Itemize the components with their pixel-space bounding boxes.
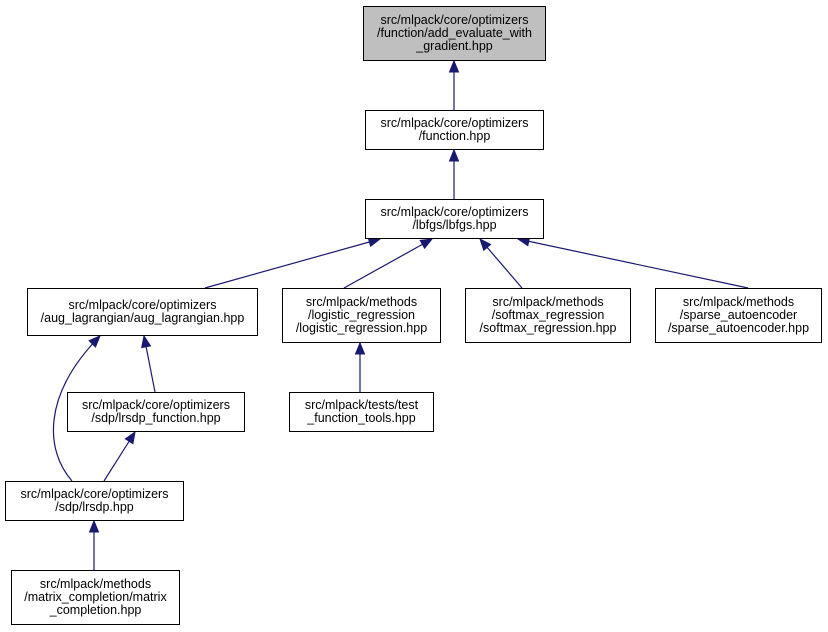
arrowhead-icon <box>124 430 136 445</box>
dependency-edge-sparse_autoencoder-to-lbfgs <box>517 238 749 289</box>
arrowhead-icon <box>448 148 460 162</box>
node-label-line: src/mlpack/methods <box>39 577 152 591</box>
arrowhead-icon <box>479 237 492 252</box>
node-label-line: /function.hpp <box>418 129 491 143</box>
node-label-line: _function_tools.hpp <box>307 411 416 425</box>
node-aug-lagrangian[interactable]: src/mlpack/core/optimizers /aug_lagrangi… <box>27 288 258 336</box>
node-label-line: /softmax_regression <box>491 308 605 322</box>
node-lrsdp-function[interactable]: src/mlpack/core/optimizers /sdp/lrsdp_fu… <box>67 392 245 432</box>
arrowhead-icon <box>448 59 460 73</box>
node-label-line: /sparse_autoencoder <box>679 308 798 322</box>
node-label-line: /softmax_regression.hpp <box>479 321 617 335</box>
node-label-line: _completion.hpp <box>49 603 142 617</box>
arrowhead-icon <box>88 519 100 533</box>
arrowhead-icon <box>354 341 366 355</box>
node-label-line: /lbfgs/lbfgs.hpp <box>412 218 497 232</box>
node-sparse-autoencoder[interactable]: src/mlpack/methods /sparse_autoencoder /… <box>655 288 822 343</box>
node-label-line: /function/add_evaluate_with <box>377 26 532 40</box>
node-label-line: _gradient.hpp <box>416 39 493 53</box>
arrowhead-icon <box>141 334 152 349</box>
dependency-edge-aug_lagrangian-to-lbfgs <box>204 238 381 289</box>
node-label-line: /sparse_autoencoder.hpp <box>667 321 810 335</box>
node-add-evaluate-with-gradient: src/mlpack/core/optimizers /function/add… <box>363 6 546 61</box>
node-function[interactable]: src/mlpack/core/optimizers /function.hpp <box>365 110 544 150</box>
dependency-edge-logistic_regression-to-lbfgs <box>343 238 433 289</box>
node-label-line: src/mlpack/core/optimizers <box>20 487 169 501</box>
arrowhead-icon <box>419 238 434 250</box>
node-softmax-regression[interactable]: src/mlpack/methods /softmax_regression /… <box>465 288 631 343</box>
node-label-line: /logistic_regression <box>308 308 415 322</box>
node-label-line: src/mlpack/methods <box>492 295 604 309</box>
arrowhead-icon <box>88 335 101 348</box>
node-test-function-tools[interactable]: src/mlpack/tests/test _function_tools.hp… <box>289 392 434 432</box>
node-lbfgs[interactable]: src/mlpack/core/optimizers /lbfgs/lbfgs.… <box>365 199 544 239</box>
node-label-line: src/mlpack/core/optimizers <box>380 205 529 219</box>
node-label-line: src/mlpack/core/optimizers <box>82 398 230 412</box>
node-label-line: /matrix_completion/matrix <box>24 590 167 604</box>
node-label-line: /sdp/lrsdp.hpp <box>55 500 134 514</box>
node-label-line: src/mlpack/core/optimizers <box>380 116 529 130</box>
node-label-line: /aug_lagrangian/aug_lagrangian.hpp <box>40 311 245 325</box>
node-label-line: src/mlpack/core/optimizers <box>380 13 529 27</box>
node-label-line: src/mlpack/methods <box>305 295 418 309</box>
node-lrsdp[interactable]: src/mlpack/core/optimizers /sdp/lrsdp.hp… <box>5 481 184 521</box>
node-label-line: src/mlpack/methods <box>682 295 795 309</box>
node-label-line: /logistic_regression.hpp <box>295 321 428 335</box>
node-matrix-completion[interactable]: src/mlpack/methods /matrix_completion/ma… <box>11 570 180 625</box>
dependency-edge-lrsdp-to-aug_lagrangian <box>52 335 101 482</box>
node-label-line: /sdp/lrsdp_function.hpp <box>91 411 221 425</box>
node-logistic-regression[interactable]: src/mlpack/methods /logistic_regression … <box>282 288 441 343</box>
node-label-line: src/mlpack/core/optimizers <box>68 298 217 312</box>
node-label-line: src/mlpack/tests/test <box>304 398 419 412</box>
